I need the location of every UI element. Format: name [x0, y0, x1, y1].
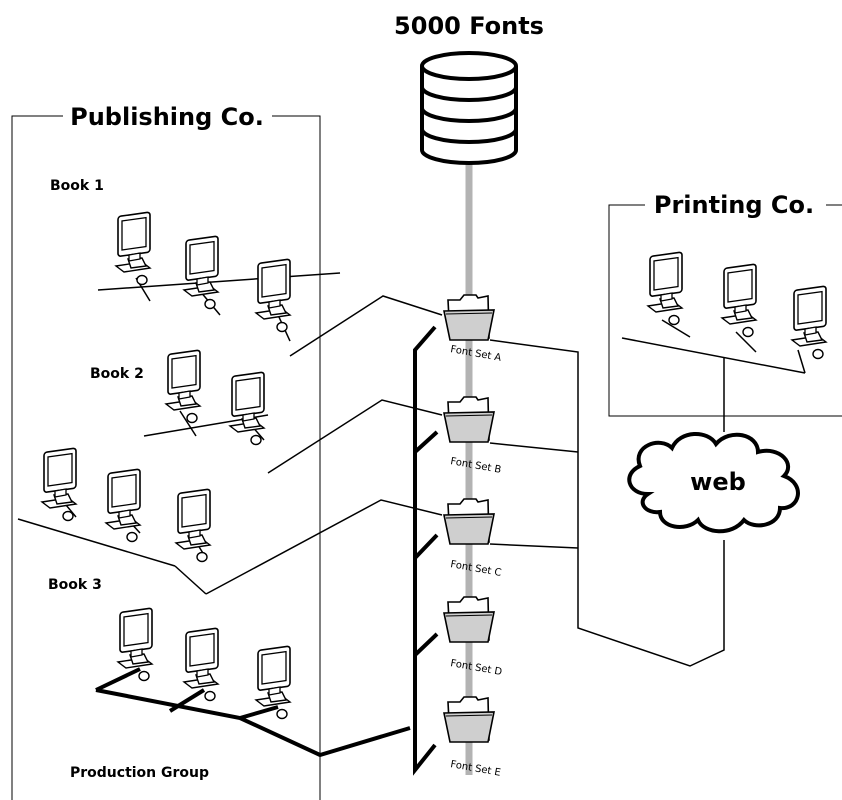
folder-icon — [443, 396, 495, 443]
computer-icon — [721, 263, 757, 338]
folder-icon — [443, 596, 495, 643]
font-set-bus — [413, 325, 439, 776]
computer-icon — [647, 251, 683, 326]
book-2-network — [143, 399, 443, 474]
production-network — [95, 667, 411, 758]
font-set-label-a: Font Set A — [449, 344, 502, 364]
computer-icon — [41, 447, 77, 522]
folder-icon — [443, 294, 495, 341]
group-label-book-2: Book 2 — [90, 366, 144, 382]
cloud-icon — [627, 432, 800, 534]
group-label-book-1: Book 1 — [50, 178, 104, 194]
font-set-label-b: Font Set B — [449, 456, 502, 476]
group-label-production: Production Group — [70, 765, 209, 781]
computer-icon — [791, 285, 827, 360]
printing-label: Printing Co. — [654, 191, 814, 219]
font-set-label-c: Font Set C — [449, 559, 502, 579]
diagram-title: 5000 Fonts — [394, 12, 544, 40]
publishing-label: Publishing Co. — [70, 103, 264, 131]
group-label-book-3: Book 3 — [48, 577, 102, 593]
font-set-label-e: Font Set E — [449, 759, 501, 779]
publishing-frame — [11, 115, 321, 800]
computer-icon — [175, 488, 211, 563]
printing-network — [621, 319, 806, 374]
cloud-label: web — [690, 468, 746, 496]
database-icon — [420, 51, 518, 165]
printing-link — [489, 339, 725, 667]
font-set-label-d: Font Set D — [449, 658, 503, 678]
computer-icon — [105, 468, 141, 543]
computer-icon — [183, 235, 219, 310]
computer-icon — [165, 349, 201, 424]
folder-icon — [443, 498, 495, 545]
computer-icon — [255, 258, 291, 333]
computer-icon — [115, 211, 151, 286]
printing-frame — [608, 204, 842, 417]
folder-icon — [443, 696, 495, 743]
